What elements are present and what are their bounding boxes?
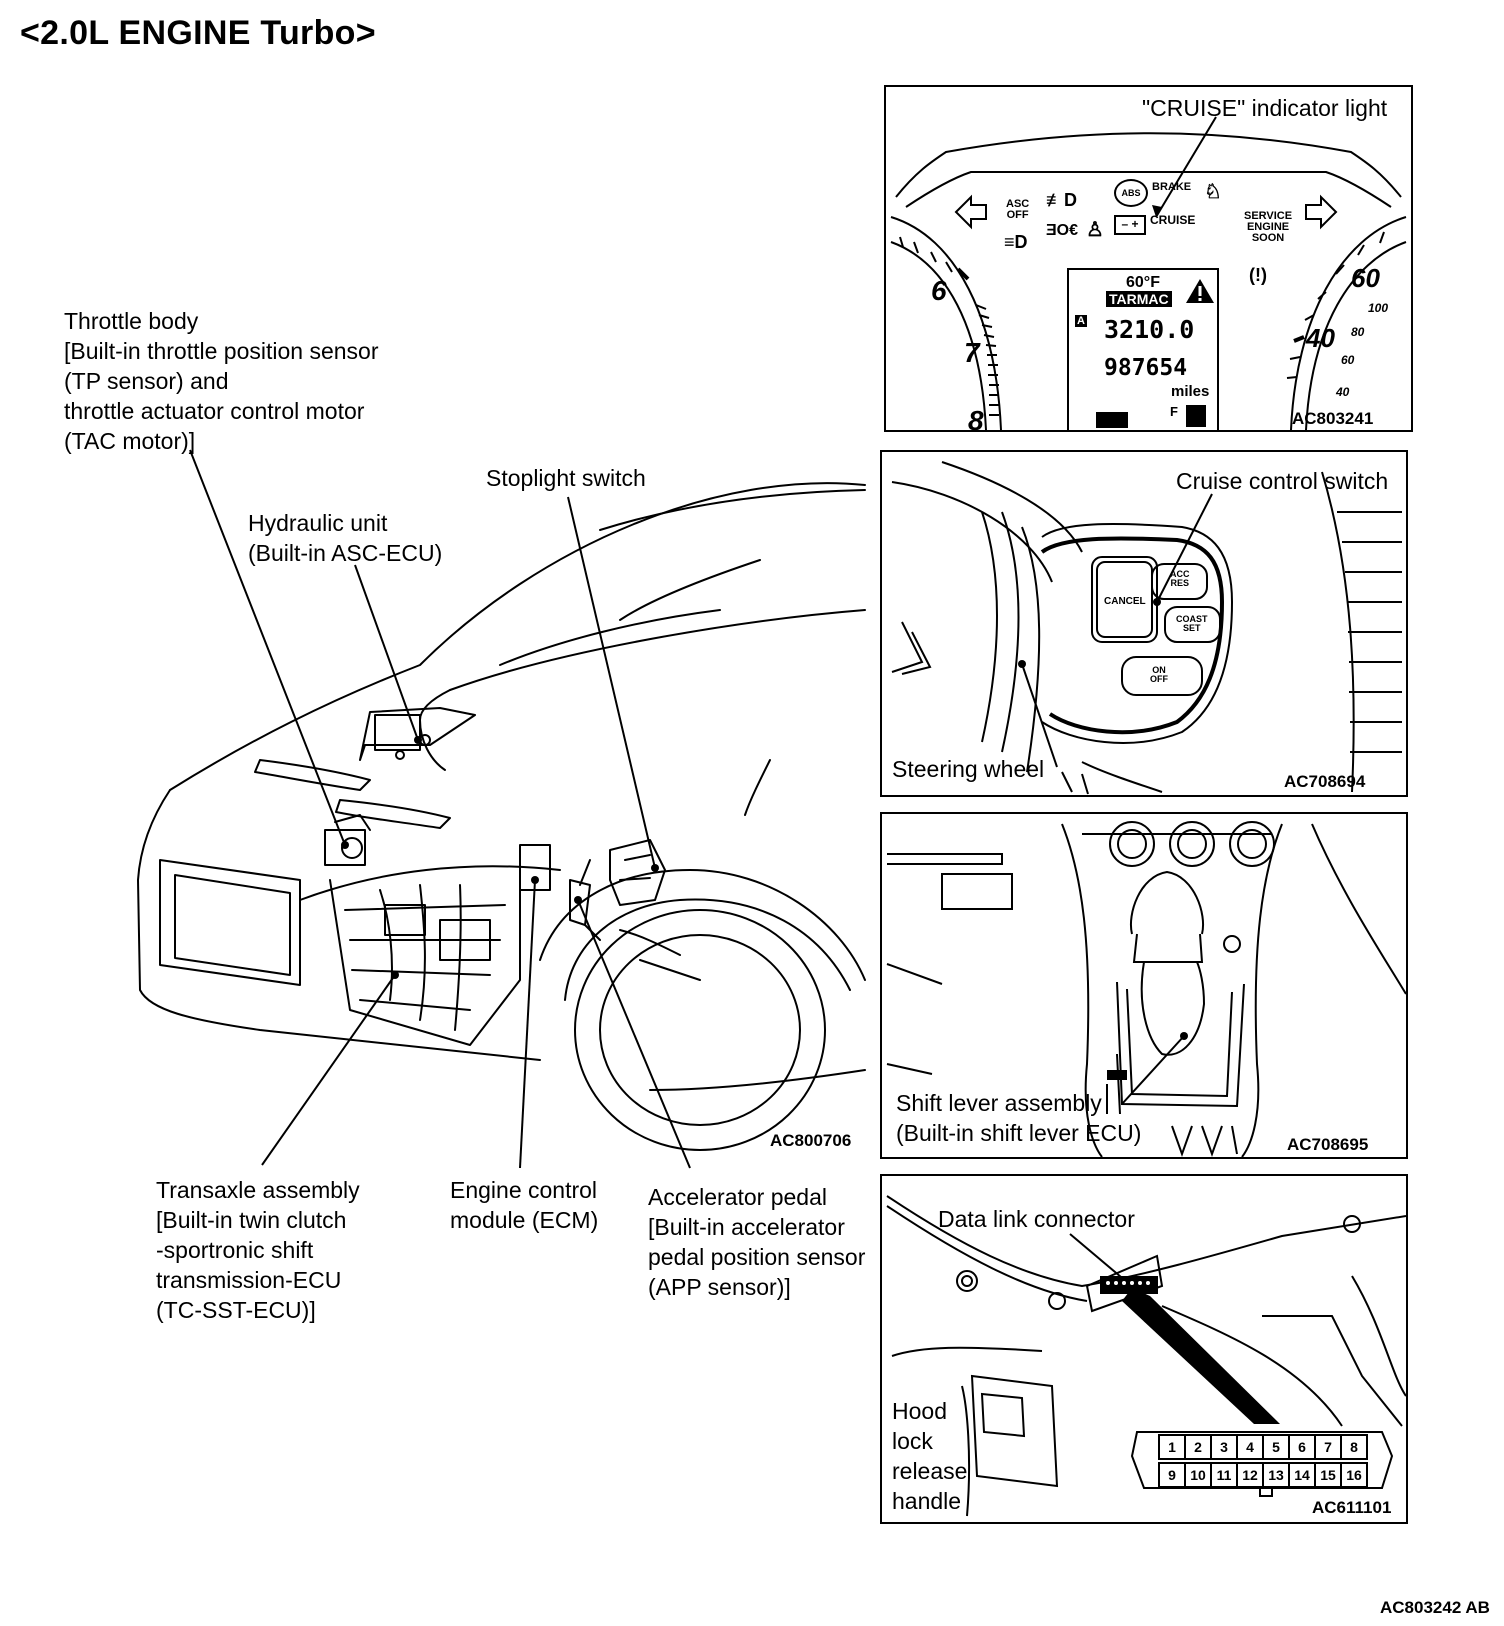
data-link-connector-label: Data link connector: [938, 1206, 1135, 1232]
transaxle-label: Transaxle assembly [Built-in twin clutch…: [156, 1177, 360, 1323]
coast-set-button: COAST SET: [1176, 614, 1208, 633]
dlc-drawing: [886, 1195, 1406, 1517]
steering-wheel-label: Steering wheel: [892, 756, 1045, 782]
cluster-figure-code: AC803241: [1292, 409, 1374, 428]
dlc-pin: 10: [1184, 1462, 1212, 1488]
instrument-cluster-panel: "CRUISE" indicator light 6 7 8 60 40 100…: [884, 85, 1413, 432]
cruise-indicator-icon: CRUISE: [1150, 213, 1196, 227]
dlc-pin: 13: [1262, 1462, 1290, 1488]
fuel-gauge-icon: [1186, 405, 1206, 427]
service-engine-soon-icon: SERVICE ENGINE SOON: [1244, 210, 1293, 244]
dlc-pin-row-top: 1 2 3 4 5 6 7 8: [1158, 1434, 1368, 1460]
dlc-pin: 3: [1210, 1434, 1238, 1460]
footer-figure-code: AC803242 AB: [1380, 1598, 1490, 1617]
speedo-number: 40: [1336, 385, 1350, 399]
dlc-figure-code: AC611101: [1312, 1498, 1392, 1517]
on-off-button: ON OFF: [1150, 665, 1168, 684]
outside-temp: 60°F: [1126, 274, 1160, 291]
speedo-number: 80: [1351, 325, 1365, 339]
tach-number: 8: [968, 405, 984, 432]
battery-icon: – +: [1114, 215, 1146, 235]
dlc-pin: 1: [1158, 1434, 1186, 1460]
road-mode-badge: TARMAC: [1106, 291, 1172, 307]
seatbelt-icon: ♙: [1086, 219, 1104, 241]
main-figure-code: AC800706: [770, 1131, 852, 1150]
dlc-pin: 5: [1262, 1434, 1290, 1460]
data-link-connector-panel: Data link connector Hood lock release ha…: [880, 1174, 1408, 1524]
cluster-drawing: [890, 116, 1407, 430]
trip-meter: 3210.0: [1104, 315, 1195, 344]
tach-number: 7: [964, 337, 980, 368]
gear-indicator: [1096, 412, 1128, 428]
shift-lever-panel: Shift lever assembly (Built-in shift lev…: [880, 812, 1408, 1159]
dlc-pin: 7: [1314, 1434, 1342, 1460]
front-fog-icon: ƎO€: [1046, 222, 1079, 239]
dlc-pin: 15: [1314, 1462, 1342, 1488]
headlight-icon: ≡D: [1004, 232, 1028, 252]
fuel-full-mark: F: [1170, 404, 1178, 419]
speedo-number: 60: [1351, 263, 1380, 293]
dlc-pin: 11: [1210, 1462, 1238, 1488]
steering-figure-code: AC708694: [1284, 772, 1366, 791]
ecm-label: Engine control module (ECM): [450, 1177, 599, 1233]
dlc-pin: 12: [1236, 1462, 1264, 1488]
dlc-pin: 6: [1288, 1434, 1316, 1460]
cruise-indicator-label: "CRUISE" indicator light: [1142, 95, 1388, 121]
odometer-unit: miles: [1171, 383, 1210, 400]
tach-number: 6: [931, 275, 947, 306]
dlc-pin: 8: [1340, 1434, 1368, 1460]
tire-pressure-icon: (!): [1249, 265, 1267, 285]
accelerator-pedal-label: Accelerator pedal [Built-in accelerator …: [648, 1184, 866, 1300]
airbag-icon: ♘: [1204, 181, 1222, 203]
cancel-button: CANCEL: [1104, 596, 1146, 607]
fog-light-icon: ≢D: [1046, 190, 1077, 210]
trip-marker: A: [1075, 315, 1087, 327]
dlc-pin-grid: 1 2 3 4 5 6 7 8 9 10 11 12 13 14 15 16: [1158, 1434, 1368, 1488]
speedo-number: 100: [1368, 301, 1389, 315]
shift-lever-drawing: [886, 821, 1406, 1157]
dlc-pin: 4: [1236, 1434, 1264, 1460]
throttle-body-label: Throttle body [Built-in throttle positio…: [64, 308, 379, 454]
dlc-pin: 9: [1158, 1462, 1186, 1488]
dlc-pin: 14: [1288, 1462, 1316, 1488]
stoplight-switch-label: Stoplight switch: [486, 465, 646, 491]
speedo-number: 40: [1306, 323, 1335, 353]
acc-res-button: ACC RES: [1170, 569, 1190, 588]
page-title: <2.0L ENGINE Turbo>: [20, 14, 376, 52]
car-illustration: [137, 449, 866, 1169]
steering-drawing: [891, 461, 1402, 795]
warning-icon: [1186, 279, 1214, 303]
dlc-pin-row-bottom: 9 10 11 12 13 14 15 16: [1158, 1462, 1368, 1488]
shift-lever-label: Shift lever assembly (Built-in shift lev…: [896, 1090, 1142, 1146]
hood-lock-release-label: Hood lock release handle: [892, 1398, 968, 1514]
dlc-pin: 2: [1184, 1434, 1212, 1460]
hydraulic-unit-label: Hydraulic unit (Built-in ASC-ECU): [248, 510, 443, 566]
dlc-pin: 16: [1340, 1462, 1368, 1488]
shift-figure-code: AC708695: [1287, 1135, 1369, 1154]
steering-wheel-panel: Cruise control switch CANCEL ACC RES COA…: [880, 450, 1408, 797]
abs-icon: ABS: [1114, 179, 1148, 207]
odometer: 987654: [1104, 355, 1188, 381]
speedo-number: 60: [1341, 353, 1355, 367]
brake-icon: BRAKE: [1152, 181, 1192, 193]
cruise-control-switch-label: Cruise control switch: [1176, 468, 1389, 494]
